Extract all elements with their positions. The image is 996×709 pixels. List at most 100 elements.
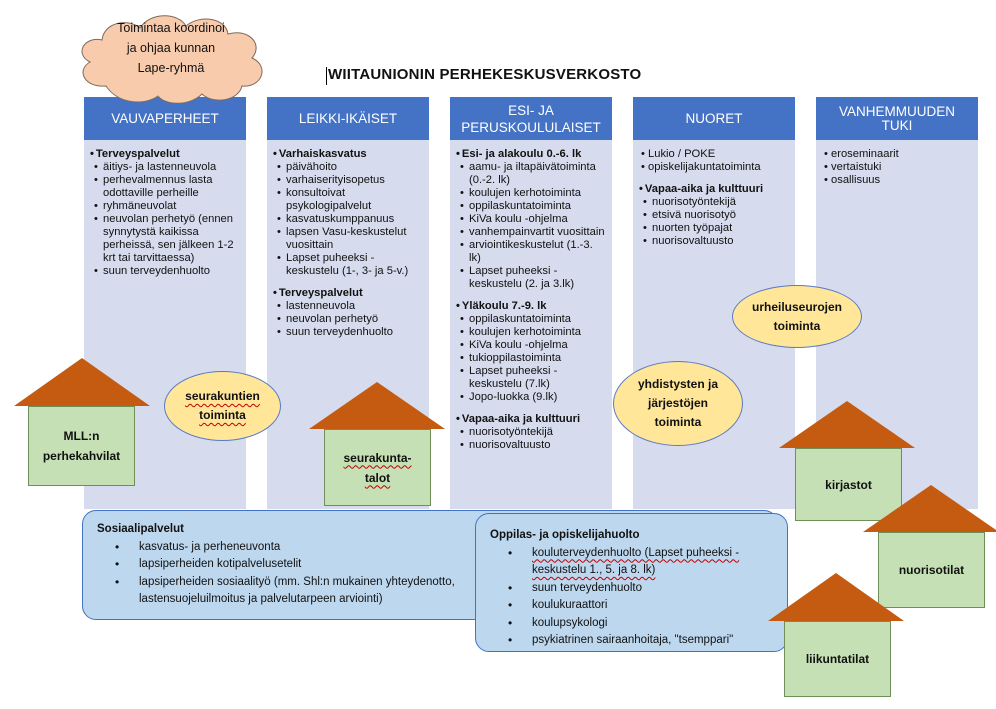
section-title: Esi- ja alakoulu 0.-6. lk — [456, 148, 606, 161]
list-item: opiskelijakuntatoiminta — [639, 161, 789, 174]
list-item: KiVa koulu -ohjelma — [458, 213, 606, 226]
list-item: kouluterveydenhuolto (Lapset puheeksi - … — [490, 545, 760, 580]
section-title: Yläkoulu 7.-9. lk — [456, 300, 606, 313]
cloud-shape — [81, 15, 263, 104]
column-body-vauvaperheet: Terveyspalvelutäitiys- ja lastenneuvolap… — [84, 142, 246, 278]
list-item: nuorisovaltuusto — [458, 439, 606, 452]
list-item: oppilaskuntatoiminta — [458, 200, 606, 213]
list-item: koulujen kerhotoiminta — [458, 187, 606, 200]
service-list: lastenneuvolaneuvolan perhetyösuun terve… — [273, 300, 423, 339]
list-item: eroseminaarit — [822, 148, 972, 161]
list-item: lapsiperheiden kotipalvelusetelit — [97, 556, 457, 574]
list-item: osallisuus — [822, 174, 972, 187]
list-item: nuorisotyöntekijä — [458, 426, 606, 439]
page-title: WIITAUNIONIN PERHEKESKUSVERKOSTO — [325, 66, 642, 85]
cloud-line: Toimintaa koordinoi — [117, 21, 225, 35]
list-item: kasvatuskumppanuus — [275, 213, 423, 226]
ellipse-yhdistykset: yhdistysten ja järjestöjen toiminta — [613, 361, 743, 446]
house-seurakuntatalot: seurakunta-talot — [324, 429, 431, 506]
list-item: päivähoito — [275, 161, 423, 174]
roof-shape — [309, 382, 445, 429]
section-title-text: Terveyspalvelut — [95, 148, 180, 160]
list-item: suun terveydenhuolto — [275, 326, 423, 339]
list-item: nuorisotyöntekijä — [641, 196, 789, 209]
list-item: koulupsykologi — [490, 615, 760, 633]
list-item: nuorisovaltuusto — [641, 235, 789, 248]
list-item: lastenneuvola — [275, 300, 423, 313]
list-item: vanhempainvartit vuosittain — [458, 226, 606, 239]
bullet — [456, 148, 462, 160]
column-header-vauvaperheet: VAUVAPERHEET — [84, 97, 246, 140]
list-item: etsivä nuorisotyö — [641, 209, 789, 222]
service-list: Lukio / POKEopiskelijakuntatoiminta — [639, 148, 789, 174]
roof-shape — [768, 573, 904, 621]
house-liikuntatilat: liikuntatilat — [784, 621, 891, 697]
cloud-line: ja ohjaa kunnan — [126, 41, 216, 55]
list-item: oppilaskuntatoiminta — [458, 313, 606, 326]
underlined-text: kouluterveydenhuolto (Lapset puheeksi - … — [532, 546, 740, 577]
oppilashuolto-title: Oppilas- ja opiskelijahuolto — [490, 529, 640, 541]
list-item: nuorten työpajat — [641, 222, 789, 235]
bullet — [273, 148, 279, 160]
cloud-text: Toimintaa koordinoi ja ohjaa kunnan Lape… — [92, 18, 250, 78]
list-item: aamu- ja iltapäivätoiminta (0.-2. lk) — [458, 161, 606, 187]
service-list: päivähoitovarhaiserityisopetuskonsultoiv… — [273, 161, 423, 278]
service-list: nuorisotyöntekijäetsivä nuorisotyönuorte… — [639, 196, 789, 248]
ellipse-label: urheiluseurojen toiminta — [751, 299, 843, 333]
list-item: suun terveydenhuolto — [92, 265, 240, 278]
list-item: äitiys- ja lastenneuvola — [92, 161, 240, 174]
list-item: lapsiperheiden sosiaalityö (mm. Shl:n mu… — [97, 574, 457, 609]
section-title: Vapaa-aika ja kulttuuri — [456, 413, 606, 426]
list-item: neuvolan perhetyö — [275, 313, 423, 326]
sosiaalipalvelut-title: Sosiaalipalvelut — [97, 523, 184, 535]
section-title: Terveyspalvelut — [273, 287, 423, 300]
list-item: tukioppilastoiminta — [458, 352, 606, 365]
section-title-text: Yläkoulu 7.-9. lk — [461, 300, 547, 312]
section-title-text: Varhaiskasvatus — [278, 148, 367, 160]
section-title: Varhaiskasvatus — [273, 148, 423, 161]
list-item: kasvatus- ja perheneuvonta — [97, 539, 457, 557]
house-label: liikuntatilat — [805, 652, 870, 666]
roof-shape — [779, 401, 915, 448]
section-title: Vapaa-aika ja kulttuuri — [639, 183, 789, 196]
section-title-text: Vapaa-aika ja kulttuuri — [461, 413, 581, 425]
list-item: Jopo-luokka (9.lk) — [458, 391, 606, 404]
ellipse-seurakunnat: seurakuntien toiminta — [164, 371, 281, 441]
service-list: nuorisotyöntekijänuorisovaltuusto — [456, 426, 606, 452]
house-label: seurakunta-talot — [343, 450, 412, 485]
house-label: MLL:n perhekahvilat — [42, 429, 121, 463]
service-list: eroseminaaritvertaistukiosallisuus — [822, 148, 972, 187]
house-mll-perhekahvilat: MLL:n perhekahvilat — [28, 406, 135, 486]
list-item: KiVa koulu -ohjelma — [458, 339, 606, 352]
oppilashuolto-list: kouluterveydenhuolto (Lapset puheeksi - … — [490, 545, 760, 650]
list-item: Lukio / POKE — [639, 148, 789, 161]
list-item: suun terveydenhuolto — [490, 580, 760, 598]
list-item: varhaiserityisopetus — [275, 174, 423, 187]
bullet — [639, 183, 645, 195]
list-item: Lapset puheeksi - keskustelu (7.lk) — [458, 365, 606, 391]
column-header-vanhemmuuden-tuki: VANHEMMUUDEN TUKI — [816, 97, 978, 140]
ellipse-urheiluseurat: urheiluseurojen toiminta — [732, 285, 862, 348]
section-title-text: Esi- ja alakoulu 0.-6. lk — [461, 148, 582, 160]
column-body-esi-ja-peruskoululaiset: Esi- ja alakoulu 0.-6. lkaamu- ja iltapä… — [450, 142, 612, 452]
list-item: koulukuraattori — [490, 597, 760, 615]
bullet — [90, 148, 96, 160]
list-item: konsultoivat psykologipalvelut — [275, 187, 423, 213]
list-item: perhevalmennus lasta odottaville perheil… — [92, 174, 240, 200]
section-title-text: Vapaa-aika ja kulttuuri — [644, 183, 764, 195]
section-title-text: Terveyspalvelut — [278, 287, 363, 299]
cloud-line: Lape-ryhmä — [137, 61, 205, 75]
bullet — [456, 413, 462, 425]
column-header-leikki-ikaiset: LEIKKI-IKÄISET — [267, 97, 429, 140]
list-item: neuvolan perhetyö (ennen synnytystä kaik… — [92, 213, 240, 265]
list-item: arviointikeskustelut (1.-3. lk) — [458, 239, 606, 265]
ellipse-label: yhdistysten ja järjestöjen toiminta — [637, 377, 719, 429]
list-item: ryhmäneuvolat — [92, 200, 240, 213]
list-item: koulujen kerhotoiminta — [458, 326, 606, 339]
column-header-nuoret: NUORET — [633, 97, 795, 140]
section-title: Terveyspalvelut — [90, 148, 240, 161]
list-item: vertaistuki — [822, 161, 972, 174]
roof-shape — [863, 485, 996, 532]
list-item: Lapset puheeksi - keskustelu (1-, 3- ja … — [275, 252, 423, 278]
bullet — [456, 300, 462, 312]
